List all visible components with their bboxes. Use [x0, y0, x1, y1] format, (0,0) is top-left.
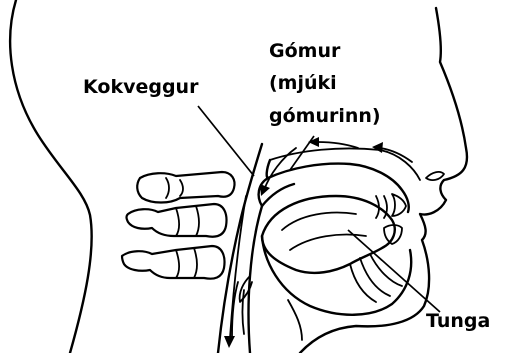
nostril-mark — [426, 172, 444, 180]
mandible-outline — [262, 236, 411, 315]
airflow-arrow-nasal-mid — [318, 142, 358, 148]
vertebra-middle — [127, 204, 227, 237]
label-palate-line3: gómurinn) — [269, 105, 381, 127]
vertebra-top — [137, 172, 234, 203]
head-back-outline — [10, 0, 92, 353]
hyoid-outline — [288, 300, 302, 340]
label-pharynx: Kokveggur — [83, 76, 199, 98]
vertebra-bottom — [122, 246, 225, 279]
label-tongue: Tunga — [426, 310, 490, 332]
label-palate-line2: (mjúki — [269, 72, 337, 94]
label-palate-line1: Gómur — [269, 40, 341, 62]
leader-line-pharynx — [198, 106, 254, 176]
mandible-inner-lines — [350, 254, 402, 302]
airflow-arrowhead-pharynx — [224, 336, 235, 348]
airflow-arrow-pharynx — [230, 196, 246, 338]
tongue-inner-lines — [282, 213, 366, 250]
airflow-arrowhead-nasal-upper — [372, 142, 383, 153]
upper-teeth — [392, 194, 406, 216]
